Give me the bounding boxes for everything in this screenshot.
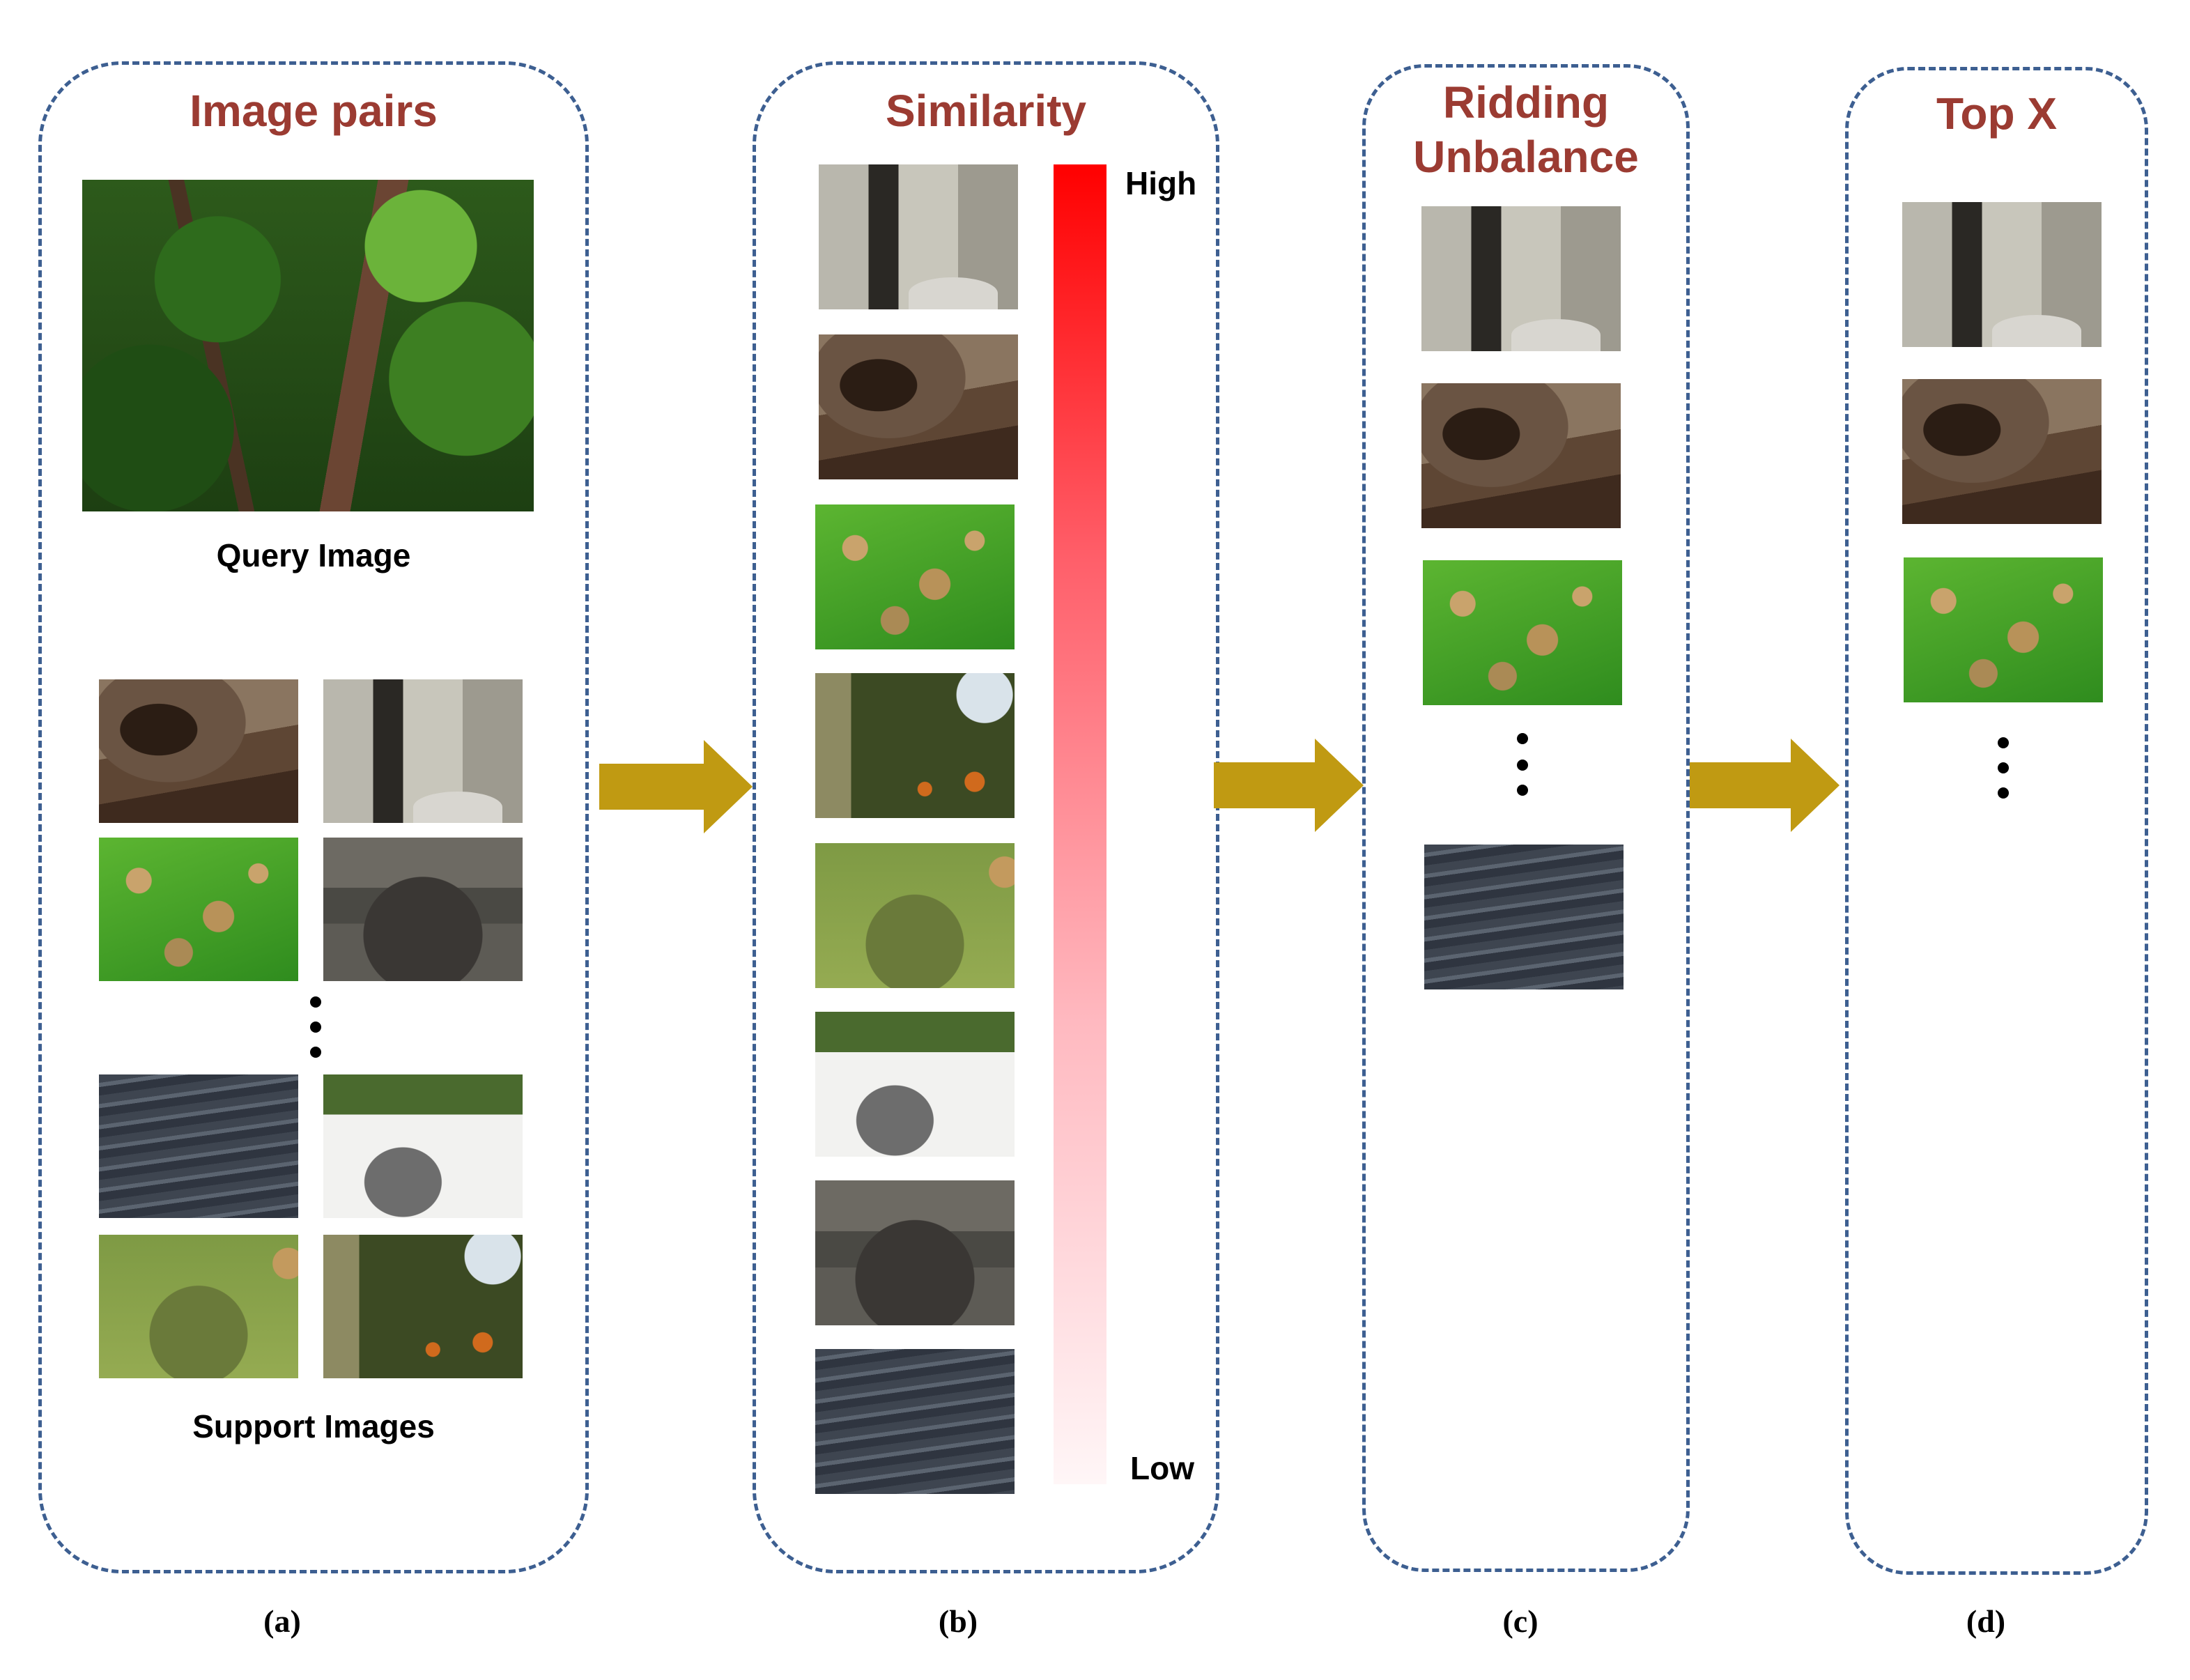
query-image-label: Query Image <box>216 537 411 573</box>
support-image-snow <box>323 1074 523 1218</box>
support-images-label: Support Images <box>192 1408 435 1444</box>
panel-a-title: Image pairs <box>190 86 438 136</box>
panel-c-title-line2: Unbalance <box>1413 132 1639 182</box>
subfigure-label-a: (a) <box>263 1603 301 1639</box>
panel-similarity <box>753 61 1219 1573</box>
high-label: High <box>1125 165 1197 201</box>
support-image-cave <box>99 679 298 823</box>
top-image-1 <box>1902 202 2102 347</box>
support-image-water <box>99 1074 298 1218</box>
panel-ridding-unbalance <box>1362 64 1690 1572</box>
subfigure-label-b: (b) <box>938 1603 978 1639</box>
ranked-image-7 <box>815 1180 1015 1325</box>
arrow-c-to-d <box>1690 739 1840 832</box>
top-image-3 <box>1904 557 2103 702</box>
low-label: Low <box>1130 1450 1194 1486</box>
ranked-image-2 <box>819 334 1018 479</box>
ranked-image-1 <box>819 164 1018 309</box>
balanced-image-2 <box>1421 383 1621 528</box>
top-image-2 <box>1902 379 2102 524</box>
ranked-image-4 <box>815 673 1015 818</box>
panel-d-title: Top X <box>1936 88 2057 139</box>
support-image-grass <box>99 838 298 981</box>
support-image-woods <box>323 1235 523 1378</box>
balanced-image-3 <box>1423 560 1622 705</box>
balanced-image-1 <box>1421 206 1621 351</box>
arrow-a-to-b <box>599 740 753 833</box>
panel-top-x <box>1845 67 2148 1575</box>
subfigure-label-d: (d) <box>1966 1603 2006 1639</box>
ranked-image-6 <box>815 1012 1015 1157</box>
arrow-b-to-c <box>1214 739 1364 832</box>
balanced-image-last <box>1424 845 1624 989</box>
panel-c-title-line1: Ridding <box>1442 77 1610 128</box>
ranked-image-8 <box>815 1349 1015 1494</box>
panel-b-title: Similarity <box>885 86 1087 136</box>
support-image-rock <box>323 838 523 981</box>
ranked-image-3 <box>815 504 1015 649</box>
panel-image-pairs <box>38 61 589 1573</box>
subfigure-label-c: (c) <box>1502 1603 1539 1639</box>
query-image <box>82 180 534 511</box>
similarity-gradient-bar <box>1054 164 1106 1484</box>
ranked-image-5 <box>815 843 1015 988</box>
support-image-lawn <box>99 1235 298 1378</box>
support-image-trunk <box>323 679 523 823</box>
